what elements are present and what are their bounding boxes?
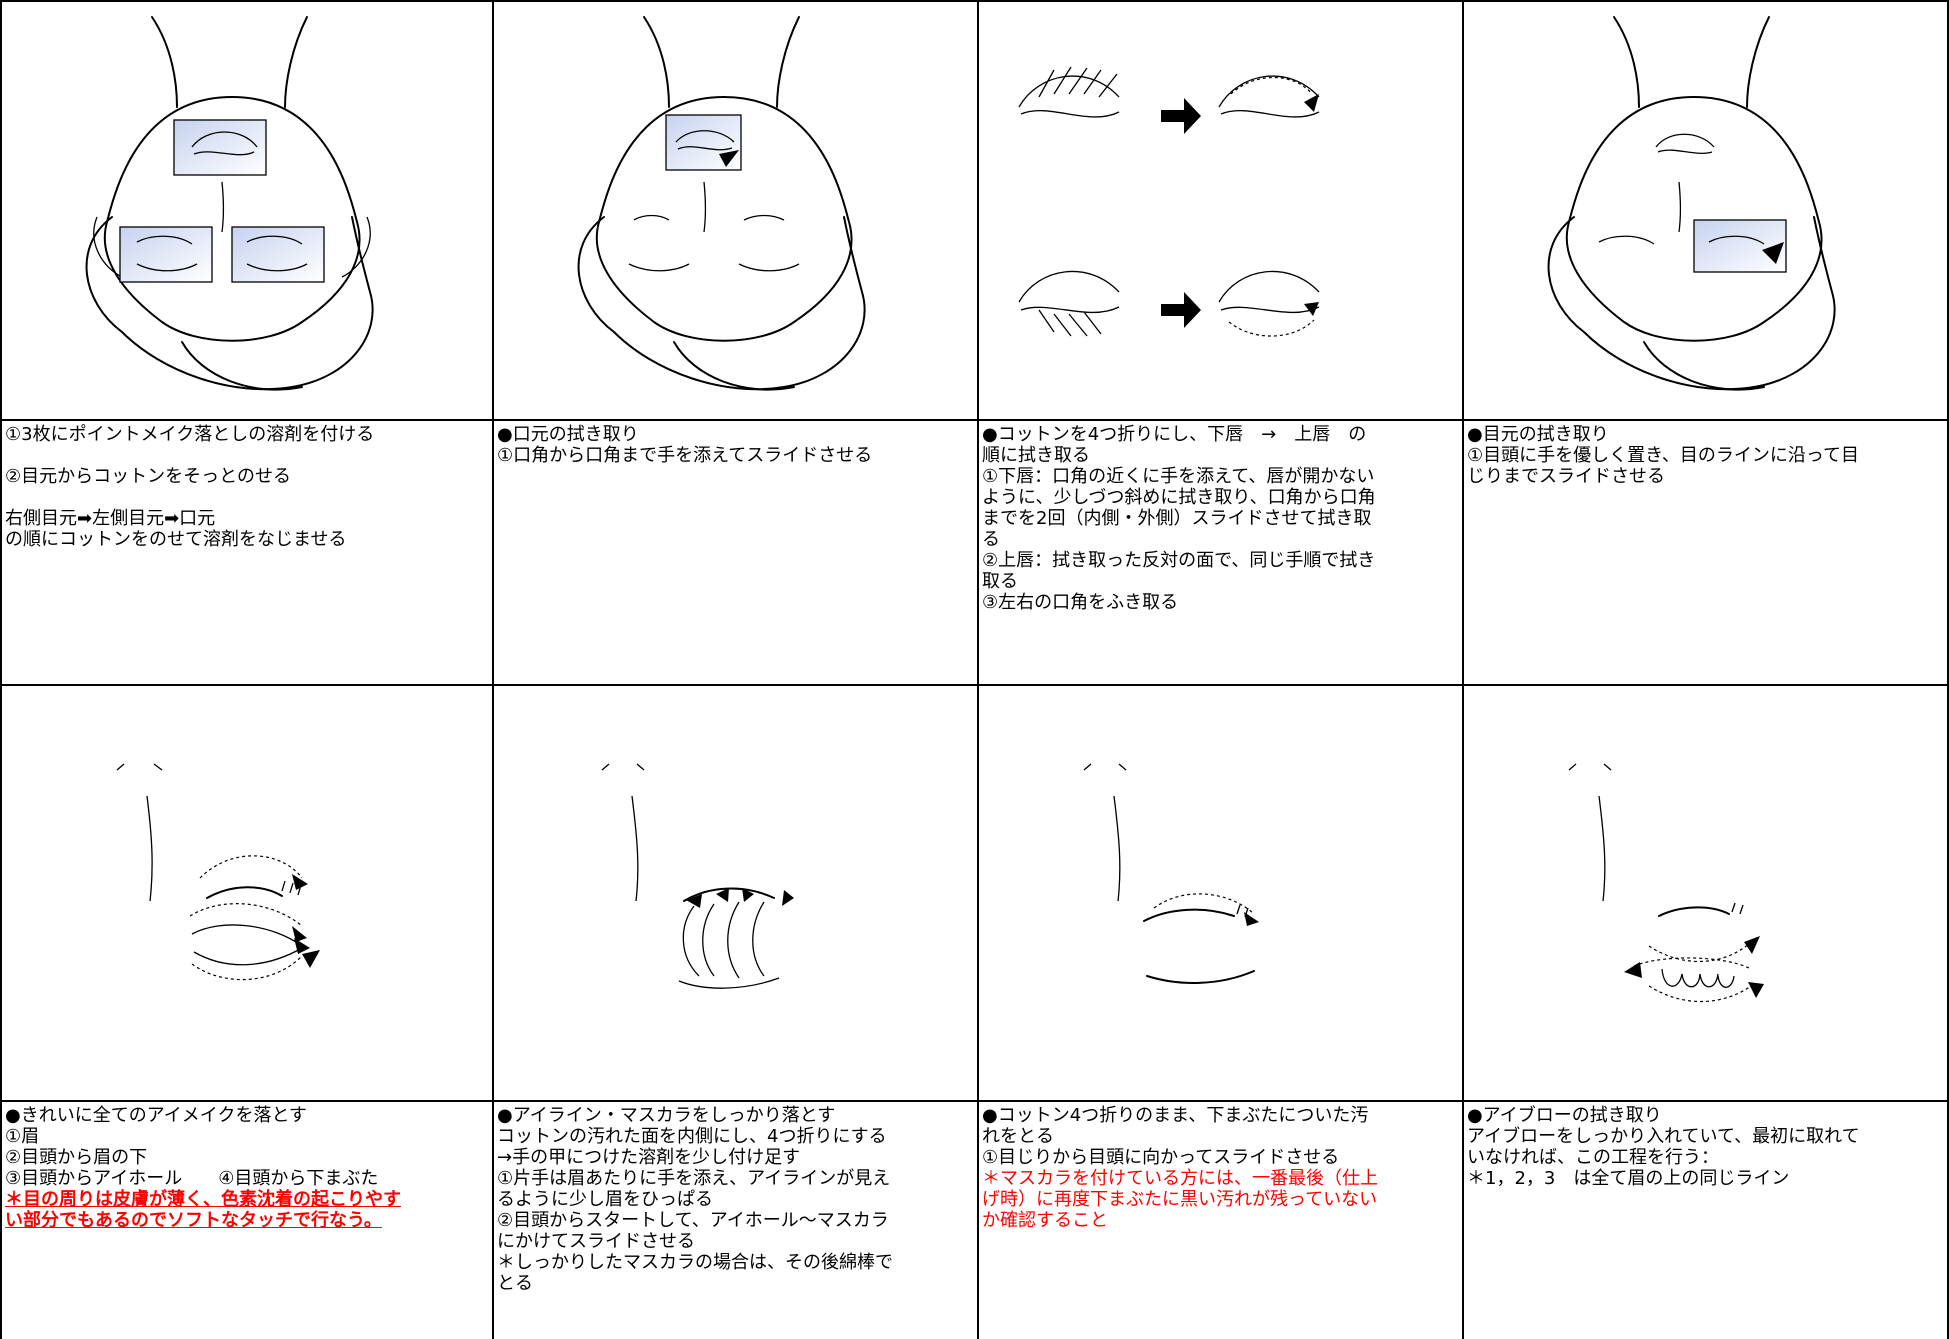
instruction-line: ①下唇：口角の近くに手を添えて、唇が開かない [982, 466, 1375, 487]
row-divider [0, 419, 1949, 421]
column-divider [492, 0, 494, 1339]
instruction-line: コットンの汚れた面を内側にし、4つ折りにする [497, 1126, 887, 1147]
instruction-line: ＊1，2，3 は全て眉の上の同じライン [1467, 1168, 1790, 1189]
table-border-left [0, 0, 2, 1339]
line-gap [5, 487, 486, 508]
instruction-line: ように、少しづつ斜めに拭き取り、口角から口角 [982, 487, 1376, 508]
instruction-line: ●アイブローの拭き取り [1467, 1105, 1662, 1126]
instruction-line: ●コットン4つ折りのまま、下まぶたについた汚 [982, 1105, 1369, 1126]
instruction-line: ①3枚にポイントメイク落としの溶剤を付ける [5, 424, 375, 445]
instruction-line: ●目元の拭き取り [1467, 424, 1609, 445]
instruction-line: げ時）に再度下まぶたに黒い汚れが残っていない [982, 1189, 1378, 1210]
instruction-line: ③左右の口角をふき取る [982, 592, 1179, 613]
instruction-line: ②目元からコットンをそっとのせる [5, 466, 291, 487]
step-text-eyeliner-mascara-removal: ●アイライン・マスカラをしっかり落とすコットンの汚れた面を内側にし、4つ折りにす… [494, 1102, 977, 1339]
instruction-line: とる [497, 1273, 533, 1294]
eye-closeup-three-arrows-figure [116, 763, 320, 981]
instruction-line: か確認すること [982, 1210, 1108, 1231]
instruction-line: ①眉 [5, 1126, 40, 1147]
instruction-line: じりまでスライドさせる [1467, 466, 1665, 487]
face-mouth-wipe-figure [577, 16, 866, 391]
column-divider [977, 0, 979, 1339]
instruction-line: 順に拭き取る [982, 445, 1090, 466]
line-gap [5, 445, 486, 466]
instruction-line: ●きれいに全てのアイメイクを落とす [5, 1105, 307, 1126]
instruction-line: ①目頭に手を優しく置き、目のラインに沿って目 [1467, 445, 1859, 466]
eye-closeup-mascara-figure [601, 763, 794, 989]
instruction-line: ＊マスカラを付けている方には、一番最後（仕上 [982, 1168, 1378, 1189]
instruction-line: にかけてスライドさせる [497, 1231, 695, 1252]
instruction-line: ●コットンを4つ折りにし、下唇 → 上唇 の [982, 424, 1367, 445]
step-text-eyebrow-wipe: ●アイブローの拭き取りアイブローをしっかり入れていて、最初に取れていなければ、こ… [1464, 1102, 1947, 1339]
instruction-line: ③目頭からアイホール ④目頭から下まぶた [5, 1168, 379, 1189]
instruction-line: ●口元の拭き取り [497, 424, 639, 445]
table-border-right [1947, 0, 1949, 1339]
column-divider [1462, 0, 1464, 1339]
face-three-cotton-pads-figure [85, 16, 374, 391]
instruction-line: ＊しっかりしたマスカラの場合は、その後綿棒で [497, 1252, 893, 1273]
instruction-line: 右側目元➡左側目元➡口元 [5, 508, 216, 529]
instruction-line: 取る [982, 571, 1018, 592]
instruction-line: ＊目の周りは皮膚が薄く、色素沈着の起こりやす [5, 1189, 401, 1210]
instruction-line: →手の甲につけた溶剤を少し付け足す [497, 1147, 801, 1168]
instruction-line: ②上唇：拭き取った反対の面で、同じ手順で拭き [982, 550, 1376, 571]
instruction-line: の順にコットンをのせて溶剤をなじませる [5, 529, 347, 550]
row-divider [0, 684, 1949, 686]
instruction-line: ②目頭からスタートして、アイホール～マスカラ [497, 1210, 889, 1231]
instruction-line: ①片手は眉あたりに手を添え、アイラインが見え [497, 1168, 891, 1189]
instruction-line: までを2回（内側・外側）スライドさせて拭き取 [982, 508, 1372, 529]
face-eye-wipe-figure [1547, 16, 1836, 391]
eye-closeup-brow-figure [1568, 763, 1764, 1003]
instruction-line: ①目じりから目頭に向かってスライドさせる [982, 1147, 1340, 1168]
instruction-line: ①口角から口角まで手を添えてスライドさせる [497, 445, 873, 466]
instruction-line: いなければ、この工程を行う： [1467, 1147, 1719, 1168]
row-divider [0, 1100, 1949, 1102]
lip-wipe-diagram-figure [1018, 66, 1320, 337]
instruction-line: ②目頭から眉の下 [5, 1147, 148, 1168]
instruction-line: る [982, 529, 1000, 550]
eye-closeup-lower-lid-figure [1083, 763, 1259, 984]
instruction-line: い部分でもあるのでソフトなタッチで行なう。 [5, 1210, 382, 1231]
table-border-top [0, 0, 1949, 2]
step-text-mouth-point-remover: ①3枚にポイントメイク落としの溶剤を付ける ②目元からコットンをそっとのせる右側目… [2, 421, 492, 684]
instruction-line: ●アイライン・マスカラをしっかり落とす [497, 1105, 836, 1126]
instruction-line: れをとる [982, 1126, 1054, 1147]
instruction-line: るように少し眉をひっぱる [497, 1189, 713, 1210]
instruction-line: アイブローをしっかり入れていて、最初に取れて [1467, 1126, 1860, 1147]
